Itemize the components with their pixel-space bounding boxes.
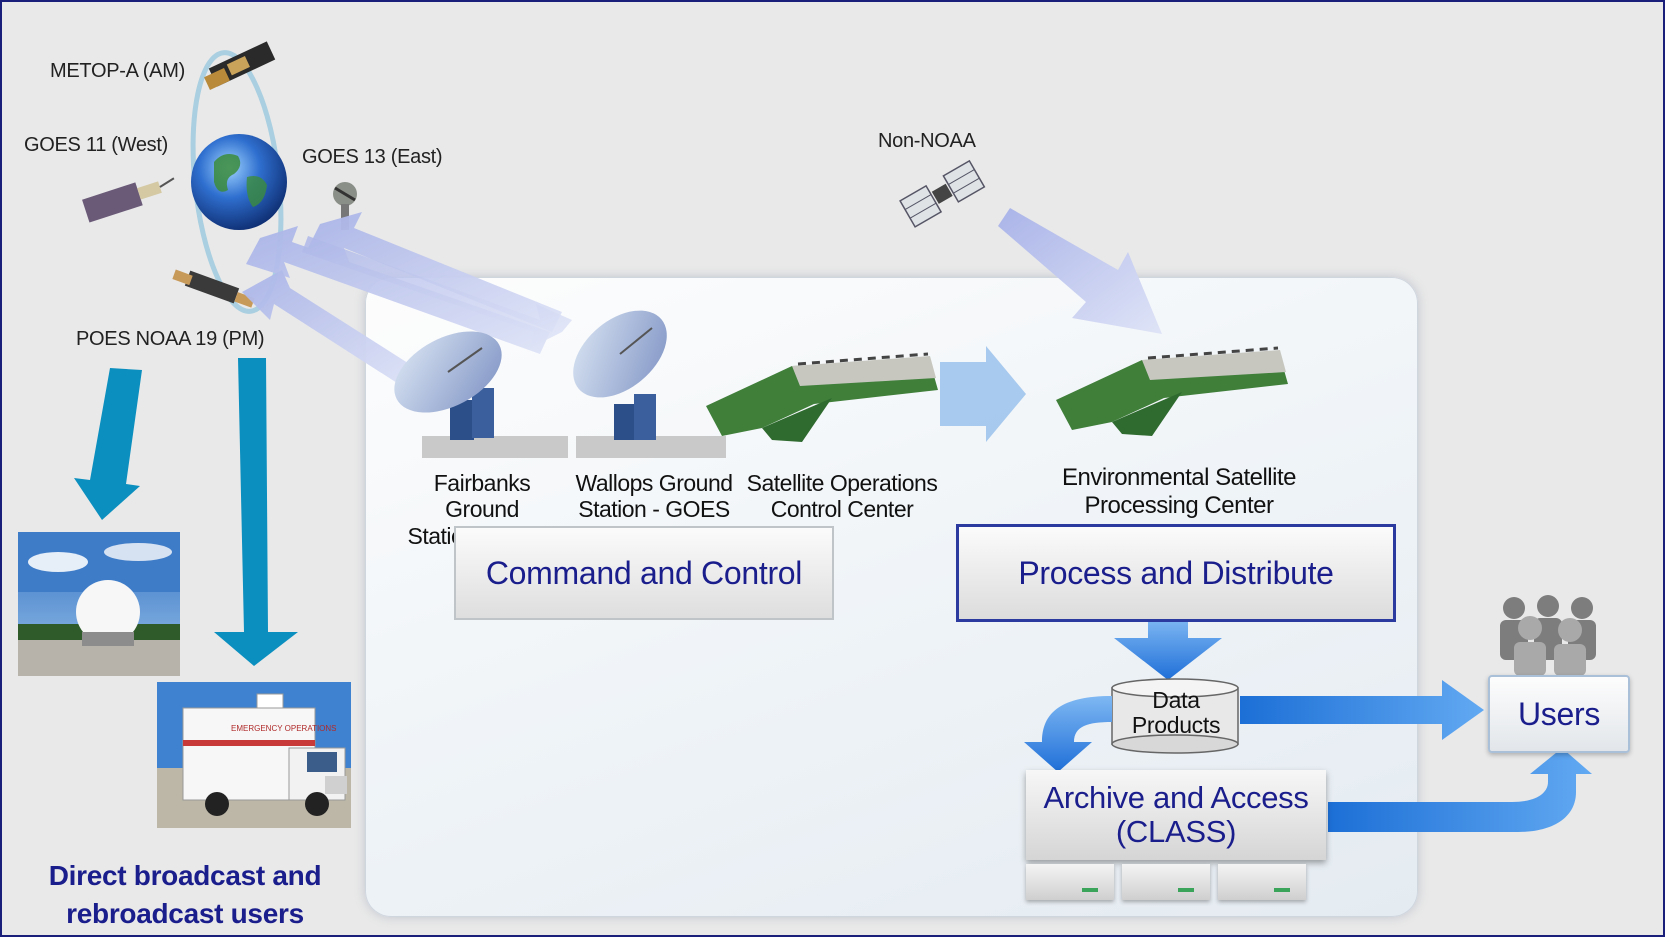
uplink-arrows	[242, 212, 572, 390]
metop-satellite-icon	[204, 41, 276, 90]
non-noaa-label: Non-NOAA	[878, 130, 976, 152]
archive-and-access-box: Archive and Access (CLASS)	[1026, 770, 1326, 860]
data-products-label: Data Products	[1131, 686, 1221, 738]
non-noaa-arrow	[998, 208, 1162, 334]
poes-label: POES NOAA 19 (PM)	[76, 328, 265, 350]
wallops-label: Wallops Ground Station - GOES	[575, 470, 733, 523]
products-to-users-arrow	[1240, 680, 1484, 740]
goes-west-label: GOES 11 (West)	[24, 134, 168, 156]
distribute-down-arrow	[1114, 618, 1222, 680]
data-products-cylinder	[1111, 678, 1239, 754]
direct-broadcast-caption: Direct broadcast and rebroadcast users	[48, 860, 322, 929]
server-unit-1	[1026, 864, 1114, 900]
direct-broadcast-arrow-right	[214, 358, 298, 666]
products-to-archive-arrow	[1024, 696, 1112, 772]
soc-label: Satellite Operations Control Center	[746, 470, 938, 523]
earth-icon	[191, 134, 287, 230]
espc-label: Environmental Satellite Processing Cente…	[1062, 464, 1296, 519]
soc-building-icon	[706, 352, 938, 442]
goes-west-satellite-icon	[82, 177, 175, 223]
direct-broadcast-arrow-left	[74, 368, 142, 520]
emergency-truck-photo: EMERGENCY OPERATIONS	[157, 682, 351, 828]
server-unit-3	[1218, 864, 1306, 900]
users-people-icon	[1500, 595, 1596, 676]
fairbanks-dish-icon	[394, 331, 568, 458]
server-unit-2	[1122, 864, 1210, 900]
goes-east-label: GOES 13 (East)	[302, 146, 443, 168]
truck-signage: EMERGENCY OPERATIONS	[231, 724, 337, 733]
radome-photo	[18, 532, 180, 676]
users-box: Users	[1488, 675, 1630, 753]
archive-to-users-arrow	[1328, 748, 1592, 832]
metop-label: METOP-A (AM)	[50, 60, 185, 82]
poes-satellite-icon	[172, 269, 255, 308]
espc-building-icon	[1056, 346, 1288, 436]
wallops-dish-icon	[573, 310, 726, 458]
soc-to-espc-arrow	[940, 346, 1026, 442]
non-noaa-satellite-icon	[899, 159, 986, 228]
earth-orbit-group	[190, 50, 287, 314]
process-and-distribute-box: Process and Distribute	[956, 524, 1396, 622]
command-and-control-box: Command and Control	[454, 526, 834, 620]
